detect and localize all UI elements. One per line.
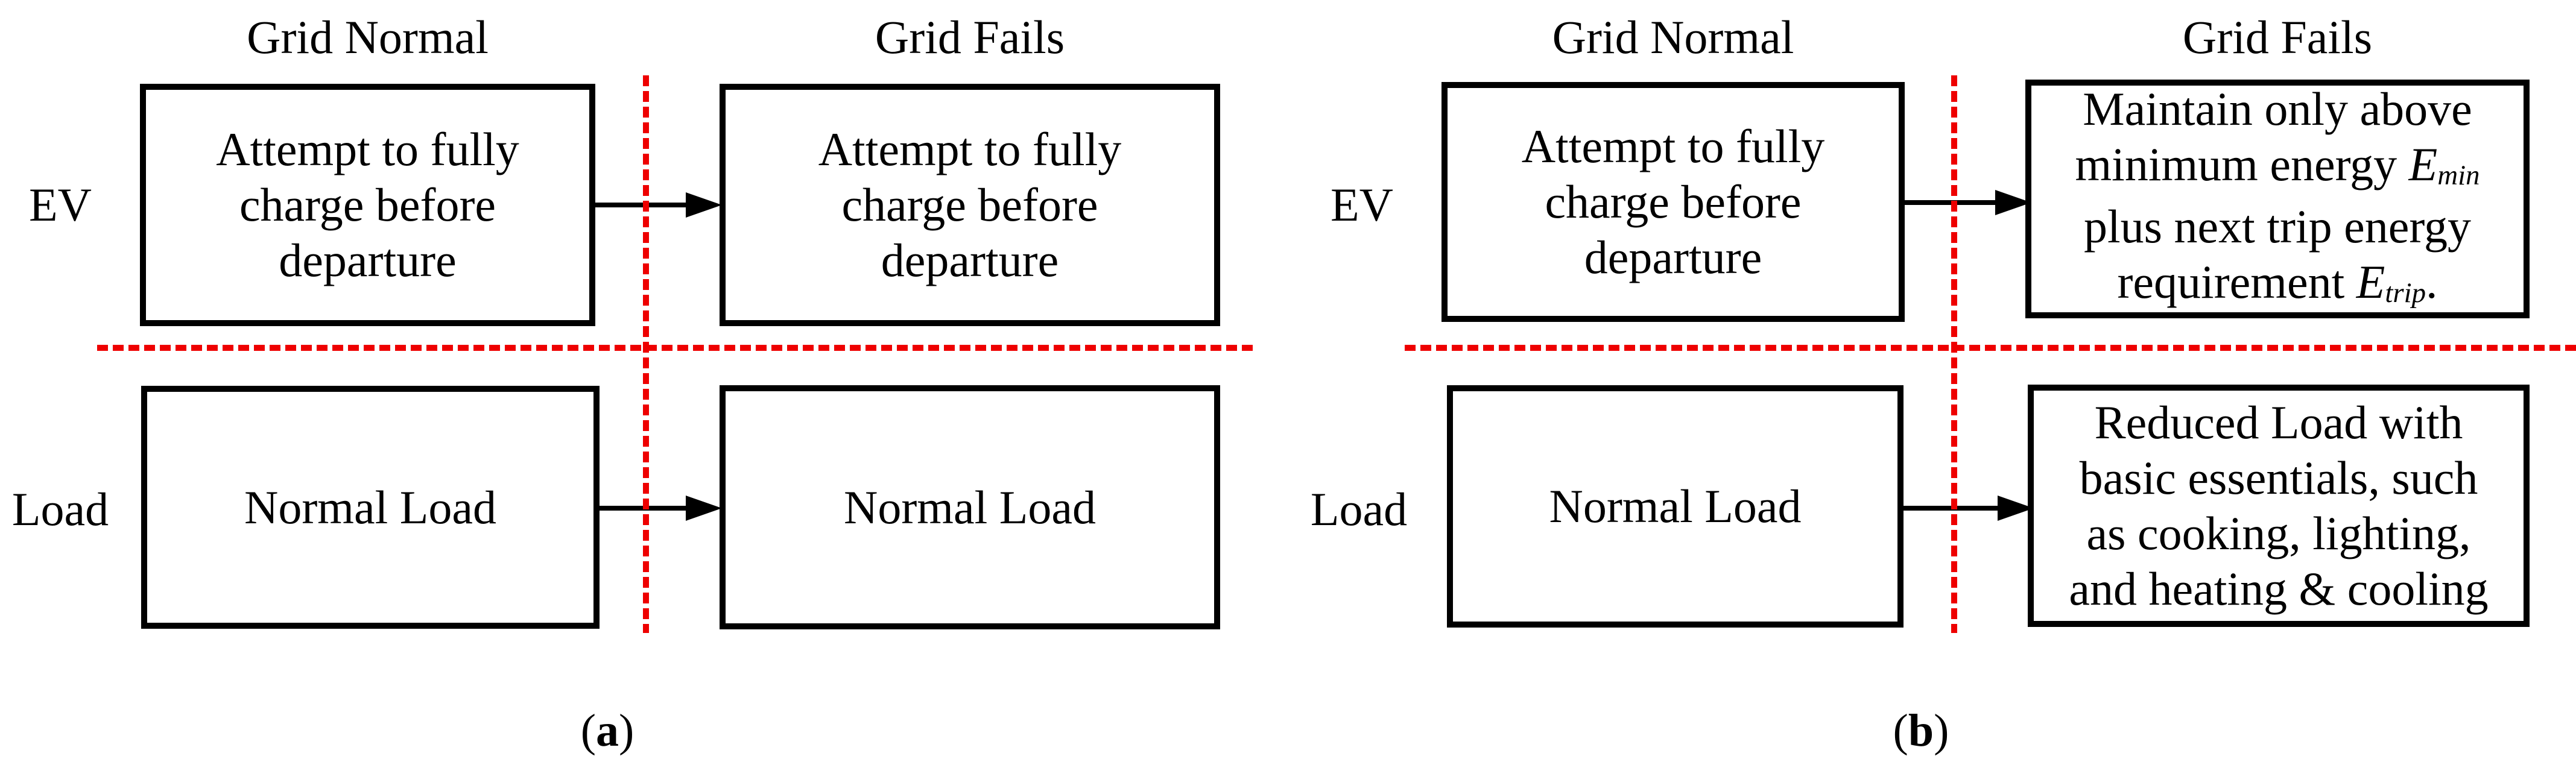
box-text: Normal Load: [843, 480, 1097, 534]
arrow-head-icon: [686, 496, 722, 521]
box-text: Normal Load: [244, 480, 497, 534]
caption-letter: a: [596, 705, 619, 756]
paren-open: (: [1893, 705, 1908, 756]
arrow-head-icon: [1998, 496, 2034, 521]
arrow-shaft: [592, 203, 691, 207]
row-label-ev: EV: [1331, 178, 1393, 231]
arrow-shaft: [1901, 200, 2000, 205]
caption-a: (a): [541, 702, 674, 760]
ev-load-divider-line: [97, 345, 1255, 351]
grid-state-divider-line: [643, 75, 649, 633]
row-label-ev: EV: [29, 178, 92, 231]
arrow-head-icon: [1995, 190, 2031, 215]
box-load-grid-normal: Normal Load: [141, 386, 600, 629]
ev-load-divider-line: [1405, 345, 2576, 351]
ev-transition-arrow: [1901, 189, 2031, 216]
paren-close: ): [1934, 705, 1949, 756]
caption-letter: b: [1908, 705, 1934, 756]
column-header-grid-fails: Grid Fails: [875, 11, 1065, 63]
grid-state-divider-line: [1951, 75, 1957, 633]
paren-close: ): [619, 705, 635, 756]
row-label-load: Load: [11, 483, 109, 535]
load-transition-arrow: [1900, 495, 2034, 521]
column-header-grid-normal: Grid Normal: [247, 11, 489, 63]
box-load-grid-fails: Normal Load: [720, 385, 1220, 629]
arrow-head-icon: [686, 192, 722, 218]
box-load-grid-normal: Normal Load: [1447, 385, 1904, 628]
caption-b: (b): [1855, 702, 1987, 760]
column-header-grid-fails: Grid Fails: [2182, 11, 2373, 63]
column-header-grid-normal: Grid Normal: [1552, 11, 1794, 63]
paren-open: (: [580, 705, 596, 756]
ev-transition-arrow: [592, 192, 722, 218]
row-label-load: Load: [1310, 483, 1408, 535]
box-text: Normal Load: [1549, 480, 1802, 532]
